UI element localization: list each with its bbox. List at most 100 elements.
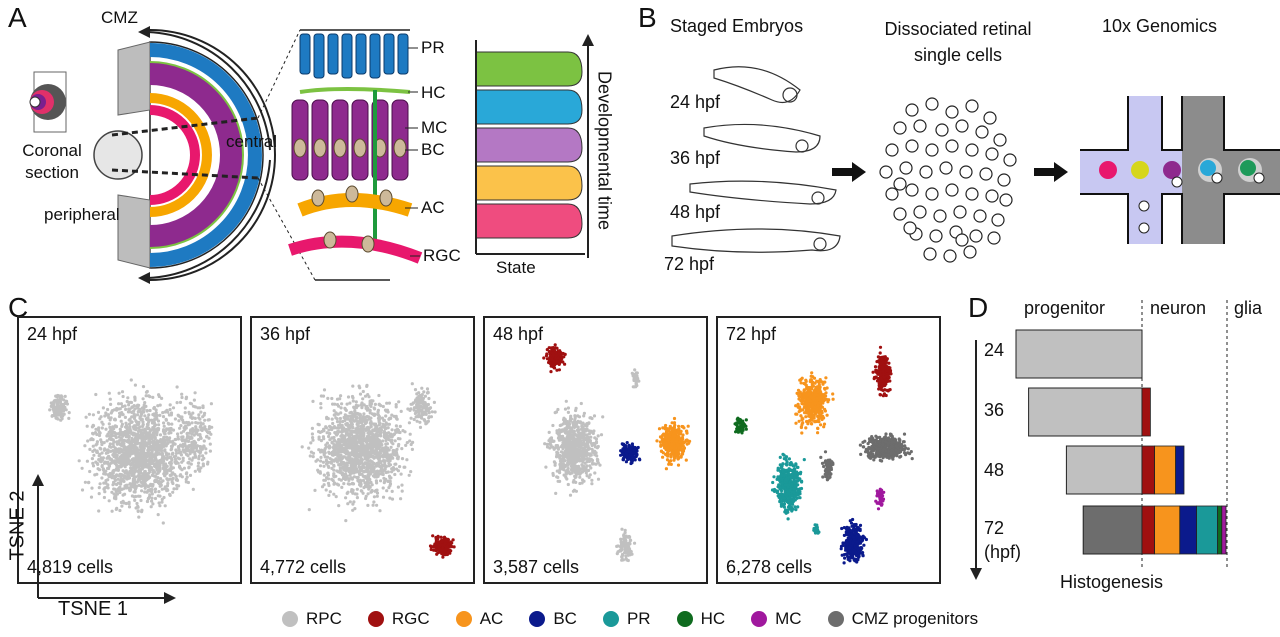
tsne-point <box>379 460 383 464</box>
tsne-point <box>357 384 361 388</box>
tsne-point <box>680 424 684 429</box>
tsne-point <box>563 459 567 463</box>
tsne-point <box>114 507 118 511</box>
tsne-point <box>142 461 146 465</box>
tsne-point <box>148 444 153 448</box>
tsne-point <box>587 421 591 425</box>
tsne-point <box>368 477 372 482</box>
tsne-point <box>332 448 336 452</box>
tsne-point <box>381 425 385 429</box>
tsne-point <box>590 441 594 446</box>
tsne-point <box>309 441 313 445</box>
tsne-point <box>673 456 677 460</box>
tsne-point <box>62 398 66 402</box>
tsne-point <box>590 447 594 451</box>
tsne-point <box>311 455 315 459</box>
tsne-point <box>157 394 161 399</box>
tsne-point <box>133 460 138 464</box>
tsne-point <box>186 461 190 465</box>
tsne-point <box>661 433 665 437</box>
tsne-point <box>671 428 675 432</box>
tsne-point <box>338 438 342 442</box>
tsne-point <box>583 423 587 427</box>
tsne-point <box>120 448 125 452</box>
tsne-point <box>129 463 133 467</box>
tsne-point <box>142 479 146 483</box>
tsne-point <box>422 390 426 394</box>
tsne-point <box>183 424 188 428</box>
tsne-point <box>154 441 158 445</box>
tsne-point <box>357 471 361 475</box>
tsne-point <box>553 343 557 347</box>
tsne-point <box>132 478 136 482</box>
tsne-point <box>410 447 414 451</box>
tsne-point <box>134 420 139 424</box>
tsne-point <box>378 427 382 431</box>
tsne-point <box>128 442 132 446</box>
tsne-point <box>184 395 189 399</box>
cell-icon <box>983 111 997 125</box>
tsne-point <box>150 436 154 440</box>
tsne-point <box>308 454 312 458</box>
tsne-point <box>571 442 575 446</box>
tsne-point <box>197 454 201 458</box>
tsne-point <box>136 509 140 513</box>
tsne-point <box>135 451 139 455</box>
tsne-point <box>162 459 166 463</box>
tsne-point <box>376 456 380 460</box>
tsne-point <box>199 450 203 454</box>
tsne-point <box>418 425 423 429</box>
tsne-point <box>185 432 189 436</box>
tsne-point <box>151 395 155 399</box>
tsne-point <box>365 426 369 430</box>
tsne-point <box>349 417 354 421</box>
tsne-point <box>685 438 689 442</box>
tsne-point <box>156 513 160 517</box>
tsne-point <box>332 492 336 496</box>
tsne-point <box>99 438 103 442</box>
tsne-point <box>114 489 118 494</box>
tsne-point <box>184 480 188 484</box>
tsne-point <box>672 447 677 451</box>
tsne-point <box>351 399 355 403</box>
tsne-point <box>160 500 164 504</box>
tsne-point <box>370 455 374 459</box>
tsne-point <box>393 439 397 443</box>
tsne-point <box>88 447 92 451</box>
tsne-point <box>383 479 387 483</box>
label-coronal-line2: section <box>25 163 79 182</box>
tsne-points-48hpf <box>542 343 692 563</box>
tsne-point <box>113 476 117 481</box>
tsne-point <box>394 405 398 409</box>
tsne-point <box>324 459 329 463</box>
tsne-point <box>54 394 58 398</box>
tsne-point <box>322 429 326 433</box>
tsne-point <box>441 555 445 559</box>
tsne-point <box>388 479 392 483</box>
tsne-point <box>121 394 125 399</box>
tsne-point <box>188 431 192 435</box>
tsne-point <box>156 471 160 475</box>
tsne-point <box>102 495 106 500</box>
tsne-point <box>179 424 183 428</box>
tsne-point <box>326 396 330 400</box>
tsne-point <box>359 447 363 451</box>
tsne-point <box>130 415 134 419</box>
tsne-point <box>399 409 403 413</box>
tsne-point <box>344 519 348 523</box>
tsne-point <box>170 440 174 444</box>
tsne-point <box>183 411 187 415</box>
tsne-point <box>420 386 424 390</box>
tsne-point <box>384 426 388 430</box>
tsne-point <box>97 428 101 432</box>
tsne-point <box>185 436 189 440</box>
arrow-right-icon <box>1034 162 1068 182</box>
cell-icon <box>925 187 939 201</box>
tsne-point <box>591 462 595 466</box>
tsne-point <box>574 470 579 474</box>
tsne-point <box>332 409 336 413</box>
tsne-point <box>114 424 118 429</box>
cell-icon <box>885 143 899 157</box>
tsne-point <box>366 503 370 507</box>
tsne-point <box>549 436 554 440</box>
